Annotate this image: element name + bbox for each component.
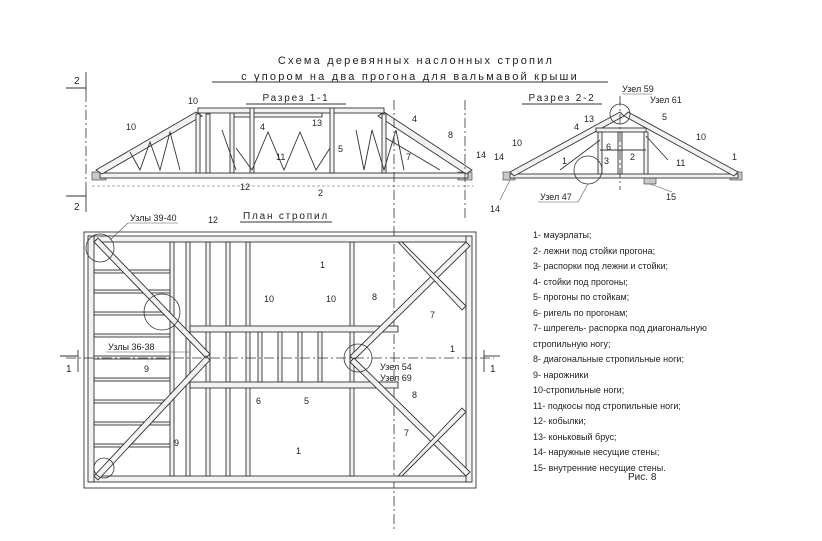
svg-text:7: 7 xyxy=(404,428,409,438)
svg-text:4: 4 xyxy=(412,114,417,124)
svg-text:1: 1 xyxy=(732,152,737,162)
svg-text:5: 5 xyxy=(338,144,343,154)
legend-item: 8- диагональные стропильные ноги; xyxy=(533,354,684,364)
svg-text:10: 10 xyxy=(696,132,706,142)
svg-text:Узел 54: Узел 54 xyxy=(380,362,412,372)
svg-text:9: 9 xyxy=(174,438,179,448)
svg-text:6: 6 xyxy=(606,142,611,152)
svg-text:5: 5 xyxy=(662,112,667,122)
svg-text:13: 13 xyxy=(584,114,594,124)
svg-text:10: 10 xyxy=(126,122,136,132)
svg-text:11: 11 xyxy=(276,152,285,162)
svg-text:1: 1 xyxy=(490,364,496,375)
svg-text:2: 2 xyxy=(318,188,323,198)
svg-text:10: 10 xyxy=(188,96,198,106)
section-1-1: Разрез 1-1 10 10 4 13 11 5 4 8 xyxy=(91,93,486,530)
svg-text:8: 8 xyxy=(372,292,377,302)
svg-text:4: 4 xyxy=(574,122,579,132)
svg-text:8: 8 xyxy=(448,130,453,140)
svg-text:14: 14 xyxy=(490,204,500,214)
svg-text:1: 1 xyxy=(66,364,72,375)
legend-item: 2- лежни под стойки прогона; xyxy=(533,245,656,256)
svg-text:Узлы 36-38: Узлы 36-38 xyxy=(108,342,154,352)
legend-item: 10-стропильные ноги; xyxy=(533,385,625,395)
legend-item: 15- внутренние несущие стены. xyxy=(533,462,666,473)
svg-text:14: 14 xyxy=(476,150,486,160)
svg-text:Узел 47: Узел 47 xyxy=(540,192,572,202)
svg-text:10: 10 xyxy=(264,294,274,304)
svg-text:2: 2 xyxy=(74,76,80,87)
svg-text:6: 6 xyxy=(256,396,261,406)
section-mark-2-top: 2 xyxy=(66,72,87,92)
svg-text:2: 2 xyxy=(74,202,80,213)
legend-item: 12- кобылки; xyxy=(533,416,586,426)
legend-item: стропильную ногу; xyxy=(533,338,611,349)
svg-text:12: 12 xyxy=(240,182,250,192)
svg-text:Узел 59: Узел 59 xyxy=(622,84,654,94)
legend-item: 9- нарожники xyxy=(533,369,589,380)
section-2-2-label: Разрез 2-2 xyxy=(528,93,595,104)
section-mark-1-right: 1 xyxy=(483,350,500,375)
legend-item: 6- ригель по прогонам; xyxy=(533,307,628,318)
figure-caption: Рис. 8 xyxy=(628,472,657,483)
legend-item: 3- распорки под лежни и стойки; xyxy=(533,261,669,271)
svg-text:15: 15 xyxy=(666,192,676,202)
svg-text:10: 10 xyxy=(326,294,336,304)
drawing-title-line2: с упором на два прогона для вальмавой кр… xyxy=(241,71,579,83)
legend-item: 5- прогоны по стойкам; xyxy=(533,292,630,302)
svg-text:7: 7 xyxy=(406,152,411,162)
svg-text:1: 1 xyxy=(296,446,301,456)
svg-text:11: 11 xyxy=(676,158,685,168)
svg-text:12: 12 xyxy=(208,215,218,225)
section-mark-2-bottom: 2 xyxy=(66,190,87,213)
legend-item: 4- стойки под прогоны; xyxy=(533,276,628,287)
legend-item: 7- шпрегель- распорка под диагональную xyxy=(533,323,707,333)
svg-text:2: 2 xyxy=(630,152,635,162)
svg-text:5: 5 xyxy=(304,396,309,406)
svg-text:4: 4 xyxy=(260,122,265,132)
svg-text:10: 10 xyxy=(512,138,522,148)
legend-item: 1- мауэрлаты; xyxy=(533,230,592,240)
legend-item: 14- наружные несущие стены; xyxy=(533,447,660,457)
legend: 1- мауэрлаты; 2- лежни под стойки прогон… xyxy=(533,228,733,476)
section-mark-1-left: 1 xyxy=(60,350,79,375)
svg-text:14: 14 xyxy=(494,152,504,162)
section-2-2: Разрез 2-2 Узел 59 Узел 61 4 13 5 10 10 … xyxy=(490,84,743,214)
legend-item: 13- коньковый брус; xyxy=(533,431,617,442)
svg-text:7: 7 xyxy=(430,310,435,320)
svg-text:1: 1 xyxy=(450,344,455,354)
section-1-1-label: Разрез 1-1 xyxy=(262,93,329,104)
svg-text:1: 1 xyxy=(320,260,325,270)
drawing-title-line1: Схема деревянных наслонных стропил xyxy=(278,55,554,67)
svg-text:13: 13 xyxy=(312,118,322,128)
svg-text:1: 1 xyxy=(562,156,567,166)
svg-text:3: 3 xyxy=(604,156,609,166)
svg-text:8: 8 xyxy=(412,390,417,400)
legend-item: 11- подкосы под стропильные ноги; xyxy=(533,400,681,411)
svg-text:Узел 69: Узел 69 xyxy=(380,373,412,383)
plan-label: План стропил xyxy=(243,211,329,222)
svg-text:Узлы 39-40: Узлы 39-40 xyxy=(130,213,176,223)
svg-text:9: 9 xyxy=(144,364,149,374)
roof-plan: План стропил xyxy=(60,211,500,489)
svg-text:Узел 61: Узел 61 xyxy=(650,95,682,105)
